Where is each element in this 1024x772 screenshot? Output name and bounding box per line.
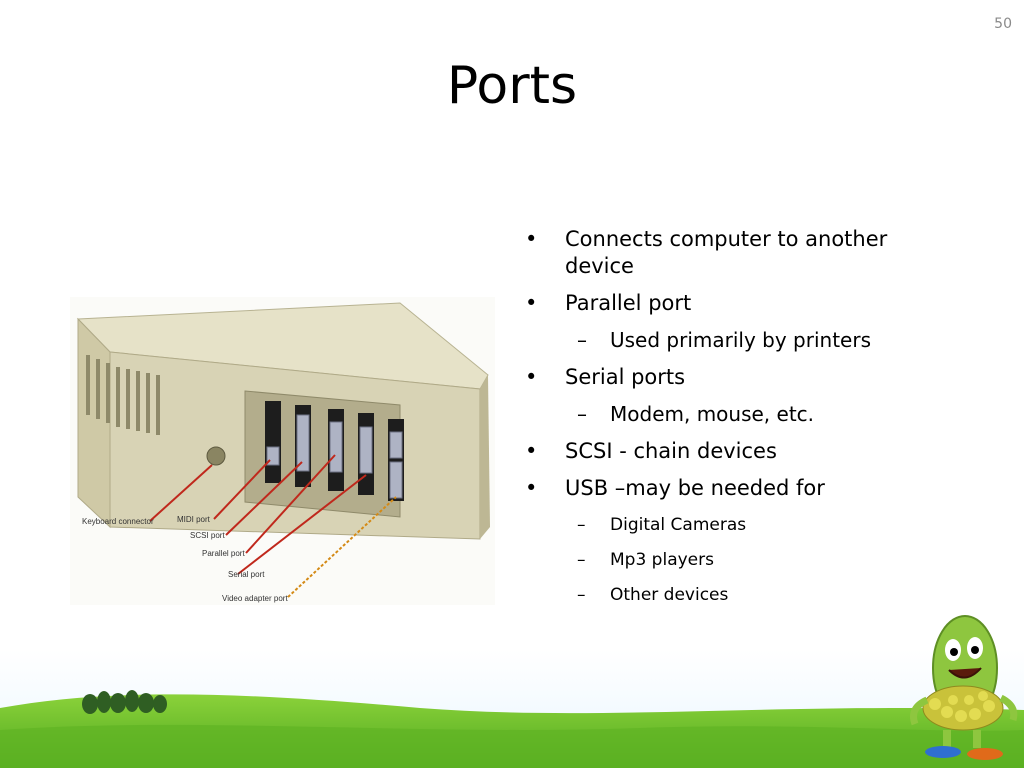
sub-bullet-item: – Modem, mouse, etc. (577, 402, 815, 426)
bullet-item: • USB –may be needed for (525, 476, 825, 500)
slide-title: Ports (446, 56, 578, 116)
sub-bullet-item: – Digital Cameras (577, 515, 747, 535)
sub-bullet-text: Digital Cameras (610, 515, 747, 535)
sub-bullet-text: Other devices (610, 585, 729, 605)
callout-scsi-port: SCSI port (190, 531, 225, 540)
sub-bullet-text: Modem, mouse, etc. (610, 402, 815, 426)
mascot-character (905, 608, 1020, 764)
bullet-item: • SCSI - chain devices (525, 439, 777, 463)
sub-bullet-item: – Used primarily by printers (577, 328, 871, 352)
callout-parallel-port: Parallel port (202, 549, 245, 558)
bullet-text: USB –may be needed for (565, 476, 825, 500)
sub-bullet-text: Used primarily by printers (610, 328, 871, 352)
computer-ports-diagram: Keyboard connector MIDI port SCSI port P… (70, 297, 495, 605)
sub-bullet-item: – Other devices (577, 585, 729, 605)
callout-midi-port: MIDI port (177, 515, 211, 524)
bullet-text: Serial ports (565, 365, 686, 389)
grass-landscape-background (0, 650, 1024, 768)
bullet-text: Parallel port (565, 291, 692, 315)
bullet-item: • Serial ports (525, 365, 686, 389)
bullet-item: • Connects computer to another device (525, 227, 888, 278)
callout-keyboard-connector: Keyboard connector (82, 517, 154, 526)
callout-video-adapter-port: Video adapter port (222, 594, 288, 603)
bullet-text: Connects computer to another device (565, 227, 888, 278)
bullet-text: SCSI - chain devices (565, 439, 777, 463)
slide-number: 50 (994, 16, 1012, 32)
callout-serial-port: Serial port (228, 570, 265, 579)
sub-bullet-text: Mp3 players (610, 550, 714, 570)
bullet-list: • Connects computer to another device • … (520, 226, 900, 617)
sub-bullet-item: – Mp3 players (577, 550, 714, 570)
bullet-item: • Parallel port (525, 291, 692, 315)
